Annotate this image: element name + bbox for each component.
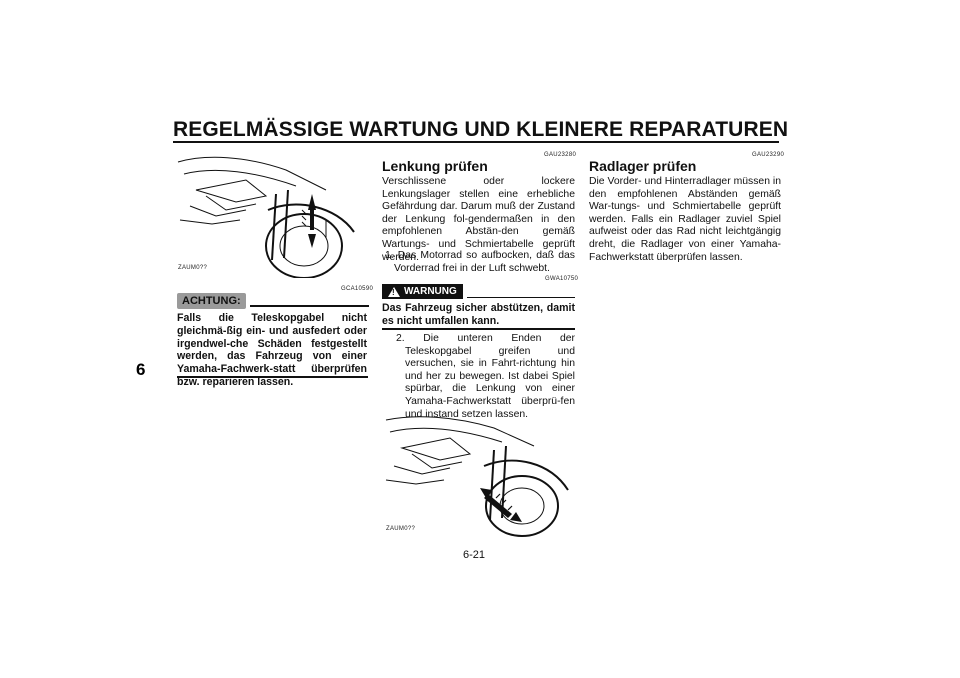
section-code-lenkung: GAU23280 — [544, 152, 577, 158]
chapter-tab: 6 — [136, 360, 146, 379]
section-code-radlager: GAU23290 — [752, 152, 785, 158]
radlager-title: Radlager prüfen — [589, 158, 697, 174]
achtung-code: GCA10590 — [341, 286, 374, 292]
step-1: 1. Das Motorrad so aufbocken, daß das Vo… — [385, 250, 575, 274]
achtung-end-rule — [177, 376, 368, 378]
warnung-rule — [466, 296, 575, 299]
warning-triangle-icon: ! — [388, 286, 400, 297]
figure-code: ZAUM0?? — [178, 265, 208, 271]
warnung-code: GWA10750 — [545, 276, 579, 282]
achtung-label: ACHTUNG: — [177, 293, 246, 309]
warnung-header: ! WARNUNG — [382, 284, 575, 299]
achtung-text: Falls die Teleskopgabel nicht gleichmä-ß… — [177, 312, 367, 388]
lenkung-intro: Verschlissene oder lockere Lenkungslager… — [382, 176, 575, 263]
scooter-steering-figure-icon — [385, 416, 569, 537]
achtung-rule — [249, 305, 369, 307]
figure-code: ZAUM0?? — [386, 526, 416, 532]
warnung-label: WARNUNG — [404, 286, 457, 297]
page-number: 6-21 — [463, 549, 486, 561]
step-2: 2. Die unteren Enden der Teleskopgabel g… — [396, 333, 575, 420]
warnung-badge: ! WARNUNG — [382, 284, 463, 299]
radlager-text: Die Vorder- und Hinterradlager müssen in… — [589, 176, 781, 263]
scooter-fork-figure-icon — [177, 156, 355, 279]
achtung-header: ACHTUNG: — [177, 293, 369, 309]
lenkung-title: Lenkung prüfen — [382, 158, 488, 174]
steering-figure: ZAUM0?? — [384, 410, 576, 538]
page-title: REGELMÄSSIGE WARTUNG UND KLEINERE REPARA… — [173, 118, 789, 141]
warnung-text: Das Fahrzeug sicher abstützen, damit es … — [382, 302, 575, 327]
header-rule — [173, 141, 779, 143]
fork-figure: ZAUM0?? — [176, 150, 368, 279]
warnung-end-rule — [382, 328, 575, 330]
